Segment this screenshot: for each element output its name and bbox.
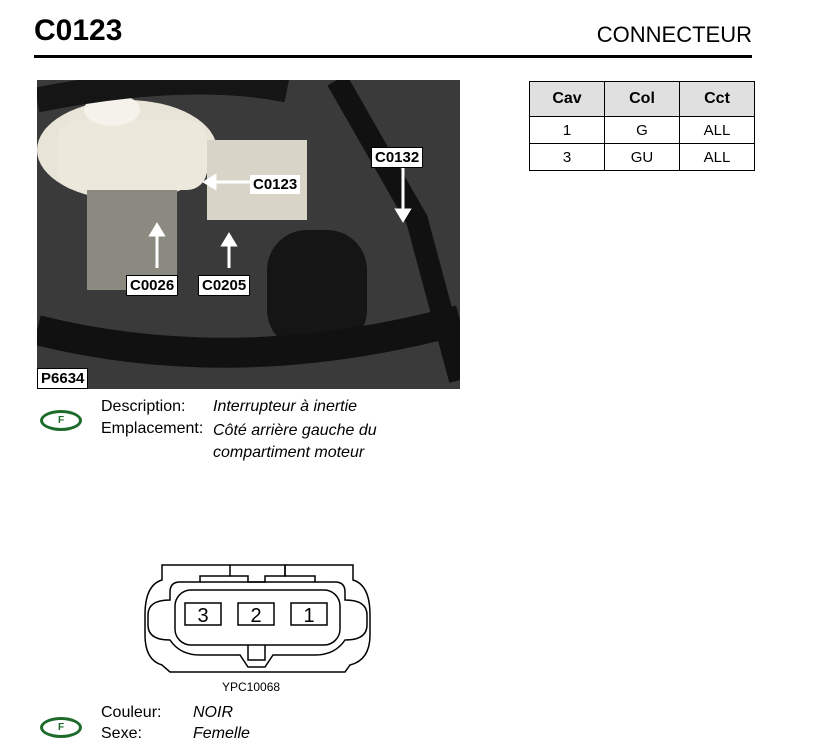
cell: 3	[529, 143, 605, 171]
location-label: Emplacement:	[101, 420, 204, 437]
col-header: Cav	[529, 81, 605, 117]
cell: 1	[529, 116, 605, 144]
label-c0132: C0132	[371, 147, 424, 168]
header-rule	[34, 55, 752, 58]
photo-id: P6634	[37, 368, 89, 389]
color-label: Couleur:	[101, 704, 162, 721]
description-value: Interrupteur à inertie	[213, 398, 358, 415]
pin-1: 1	[303, 605, 314, 627]
language-badge-icon: F	[40, 717, 82, 738]
pin-2: 2	[250, 605, 261, 627]
label-c0026: C0026	[126, 275, 179, 296]
location-value: Côté arrière gauche du compartiment mote…	[213, 422, 377, 461]
engine-photo: C0132 C0123 C0026 C0205 P6634	[37, 80, 460, 389]
page-type: CONNECTEUR	[596, 22, 752, 47]
sex-value: Femelle	[193, 725, 250, 742]
col-header: Col	[604, 81, 680, 117]
cell: ALL	[679, 143, 755, 171]
connector-code: C0123	[34, 14, 123, 47]
connector-face-diagram: 3 2 1	[144, 564, 371, 673]
cell: ALL	[679, 116, 755, 144]
color-value: NOIR	[193, 704, 233, 721]
language-badge-icon: F	[40, 410, 82, 431]
cell: G	[604, 116, 680, 144]
label-c0205: C0205	[198, 275, 251, 296]
diagram-ref: YPC10068	[222, 680, 281, 694]
cell: GU	[604, 143, 680, 171]
sex-label: Sexe:	[101, 725, 142, 742]
description-label: Description:	[101, 398, 186, 415]
pin-3: 3	[197, 605, 208, 627]
col-header: Cct	[679, 81, 755, 117]
label-c0123: C0123	[250, 175, 301, 194]
photo-illustration	[37, 80, 460, 389]
